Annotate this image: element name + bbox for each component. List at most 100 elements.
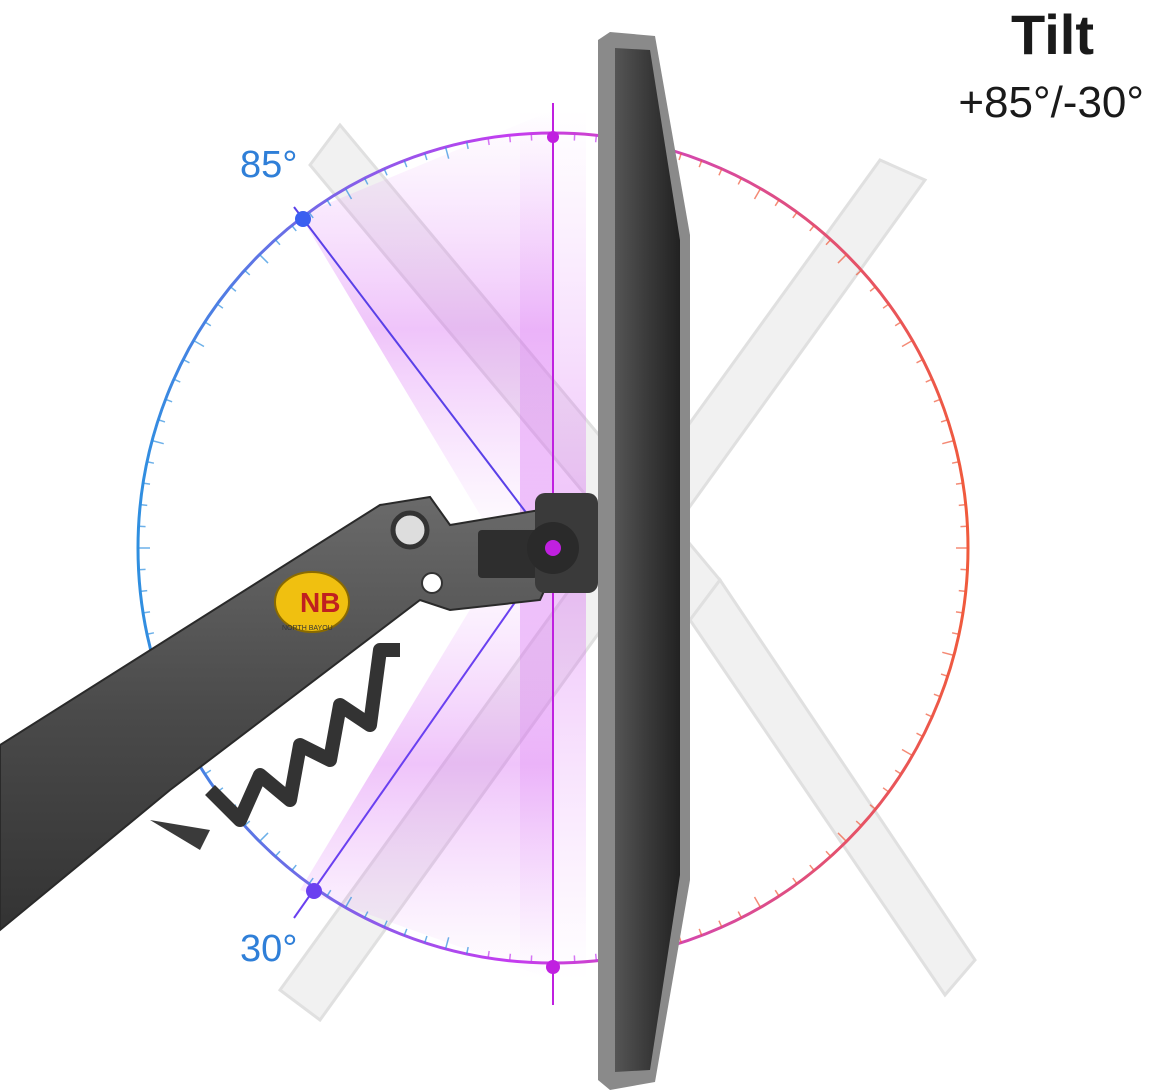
tick-mark (142, 611, 151, 614)
axis-bottom-marker (546, 960, 560, 974)
tick-mark (182, 358, 190, 364)
tick-mark (698, 928, 703, 936)
tick-mark (958, 589, 966, 593)
tick-mark (146, 632, 155, 636)
tick-mark (940, 673, 948, 677)
tick-mark (165, 398, 173, 403)
tick-mark (274, 850, 281, 857)
tick-mark (753, 188, 762, 200)
axis-top-marker (547, 131, 559, 143)
tick-mark (916, 358, 924, 364)
tick-mark (894, 769, 902, 775)
logo-subtext: NORTH BAYOU (282, 625, 333, 632)
tick-mark (383, 920, 388, 928)
tick-mark (837, 254, 847, 264)
tilt-down-line (293, 547, 554, 919)
tick-mark (678, 153, 682, 161)
tick-mark (259, 254, 269, 264)
tick-mark (244, 269, 251, 276)
tick-mark (951, 632, 960, 636)
tick-mark (955, 482, 964, 485)
tick-mark (869, 286, 876, 292)
tick-mark (737, 911, 743, 919)
tick-mark (193, 339, 205, 348)
logo-text: NB (300, 587, 340, 618)
pivot-point (545, 540, 561, 556)
tick-mark (933, 398, 941, 403)
tick-mark (855, 820, 862, 827)
tilt-down-angle-label: 30° (240, 928, 298, 970)
tick-mark (933, 693, 941, 698)
tick-mark (951, 460, 960, 464)
tick-mark (146, 460, 155, 464)
tick-mark (142, 482, 151, 485)
tick-mark (230, 286, 237, 292)
tick-mark (158, 419, 166, 423)
tick-mark (363, 911, 369, 919)
tick-mark (825, 850, 832, 857)
tick-mark (444, 937, 450, 950)
tick-mark (698, 160, 703, 168)
tick-mark (326, 199, 332, 207)
tick-mark (487, 950, 490, 959)
tick-mark (274, 239, 281, 246)
tick-mark (508, 135, 512, 143)
tick-mark (204, 321, 212, 327)
tick-mark (753, 896, 762, 908)
north-bayou-logo: NB NORTH BAYOU (274, 571, 350, 633)
tick-mark (465, 946, 469, 955)
tick-mark (882, 303, 890, 309)
diagram-title: Tilt (1011, 3, 1094, 66)
tick-mark (594, 135, 598, 143)
tick-mark (894, 321, 902, 327)
tick-mark (718, 168, 723, 176)
tick-mark (444, 146, 450, 159)
tilt-up-angle-label: 85° (240, 144, 298, 186)
tick-mark (882, 787, 890, 793)
tick-mark (403, 928, 408, 936)
tick-mark (925, 713, 933, 718)
tilt-up-marker (295, 211, 311, 227)
tick-mark (737, 177, 743, 185)
tick-mark (344, 896, 353, 908)
tick-mark (940, 419, 948, 423)
tick-mark (955, 611, 964, 614)
tick-mark (291, 864, 297, 871)
tick-mark (958, 503, 966, 507)
tick-mark (173, 378, 181, 383)
tick-mark (204, 769, 212, 775)
tick-mark (424, 153, 428, 161)
tick-mark (259, 832, 269, 842)
tick-mark (792, 211, 798, 219)
tick-mark (594, 953, 598, 961)
tick-mark (140, 589, 148, 593)
tick-mark (809, 225, 815, 232)
tick-mark (291, 225, 297, 232)
tick-mark (774, 889, 780, 897)
tick-mark (901, 339, 913, 348)
tick-mark (140, 503, 148, 507)
tick-mark (403, 160, 408, 168)
tick-mark (774, 199, 780, 207)
tick-mark (916, 732, 924, 738)
tilt-down-marker (306, 883, 322, 899)
monitor-upright (598, 32, 690, 1090)
tick-mark (869, 804, 876, 810)
tick-mark (326, 889, 332, 897)
tick-mark (487, 137, 490, 146)
tick-mark (383, 168, 388, 176)
tick-mark (942, 439, 955, 445)
tick-mark (792, 877, 798, 885)
tick-mark (424, 935, 428, 943)
tick-mark (363, 177, 369, 185)
tick-mark (151, 439, 164, 445)
tick-mark (465, 141, 469, 150)
tick-mark (216, 303, 224, 309)
tick-mark (825, 239, 832, 246)
tick-mark (942, 651, 955, 657)
tick-mark (344, 188, 353, 200)
tick-mark (508, 953, 512, 961)
tick-mark (308, 877, 314, 885)
tick-mark (244, 820, 251, 827)
